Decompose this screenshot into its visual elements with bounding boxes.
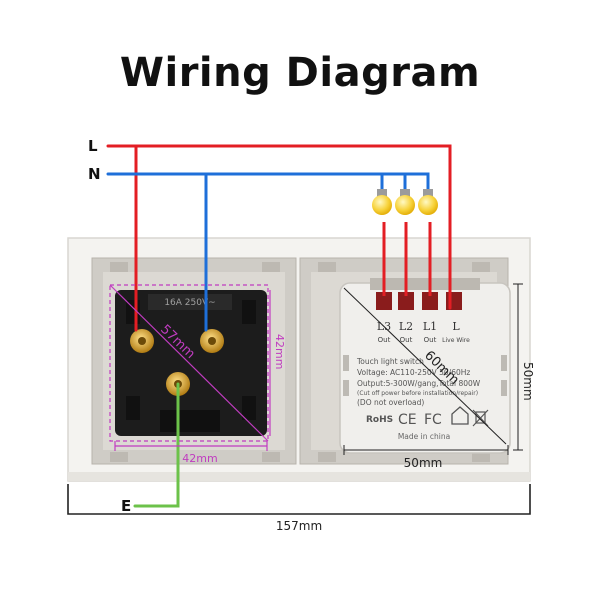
live-wire	[106, 144, 452, 332]
plate-shadow	[68, 472, 530, 481]
neutral-label: N	[88, 165, 101, 183]
made-in-label: Made in china	[398, 432, 450, 441]
terminal-l-label: L	[452, 320, 460, 333]
load-wires	[382, 222, 432, 296]
terminal-l1-sub: Out	[424, 336, 437, 344]
bulb-l3	[372, 189, 392, 215]
live-label: L	[88, 137, 98, 155]
terminal-block-l2	[398, 292, 414, 310]
house-icon	[451, 406, 469, 425]
cert-marks: RoHS CE FC	[366, 406, 489, 428]
terminal-block-l3	[376, 292, 392, 310]
ce-icon: CE	[398, 412, 417, 428]
rohs-icon: RoHS	[366, 415, 393, 425]
terminal-l2-label: L2	[399, 320, 413, 333]
overall-width-label: 157mm	[276, 519, 322, 533]
module-text-3: Output:5-300W/gang,Total 800W	[357, 379, 481, 388]
socket-width-label: 42mm	[182, 452, 217, 465]
overall-dimension	[67, 484, 531, 515]
earth-label: E	[121, 497, 131, 515]
weee-bin-icon	[472, 409, 489, 427]
module-text-4: (Cut off power before installation/repai…	[357, 390, 478, 397]
switch-height-label: 50mm	[521, 362, 535, 401]
socket-height-label: 42mm	[273, 334, 286, 369]
terminal-block-l	[446, 292, 462, 310]
socket-rating: 16A 250V~	[164, 298, 215, 308]
bulb-l1	[418, 189, 438, 215]
bulb-l2	[395, 189, 415, 215]
fc-icon: FC	[424, 412, 442, 428]
earth-wire	[133, 382, 180, 508]
terminal-l-sub: Live Wire	[442, 337, 470, 344]
diagram-title: Wiring Diagram	[119, 50, 481, 96]
socket-dimensions	[109, 284, 271, 451]
switch-width-label: 50mm	[404, 456, 443, 470]
terminal-l3-sub: Out	[378, 336, 391, 344]
terminal-l1-label: L1	[423, 320, 437, 333]
module-text-1: Touch light switch	[356, 357, 424, 366]
switch-dimensions	[343, 283, 523, 455]
module-text-5: (DO not overload)	[357, 398, 424, 407]
terminal-block-l1	[422, 292, 438, 310]
terminal-l2-sub: Out	[400, 336, 413, 344]
module-text-2: Voltage: AC110-250V 50/60Hz	[357, 368, 470, 377]
